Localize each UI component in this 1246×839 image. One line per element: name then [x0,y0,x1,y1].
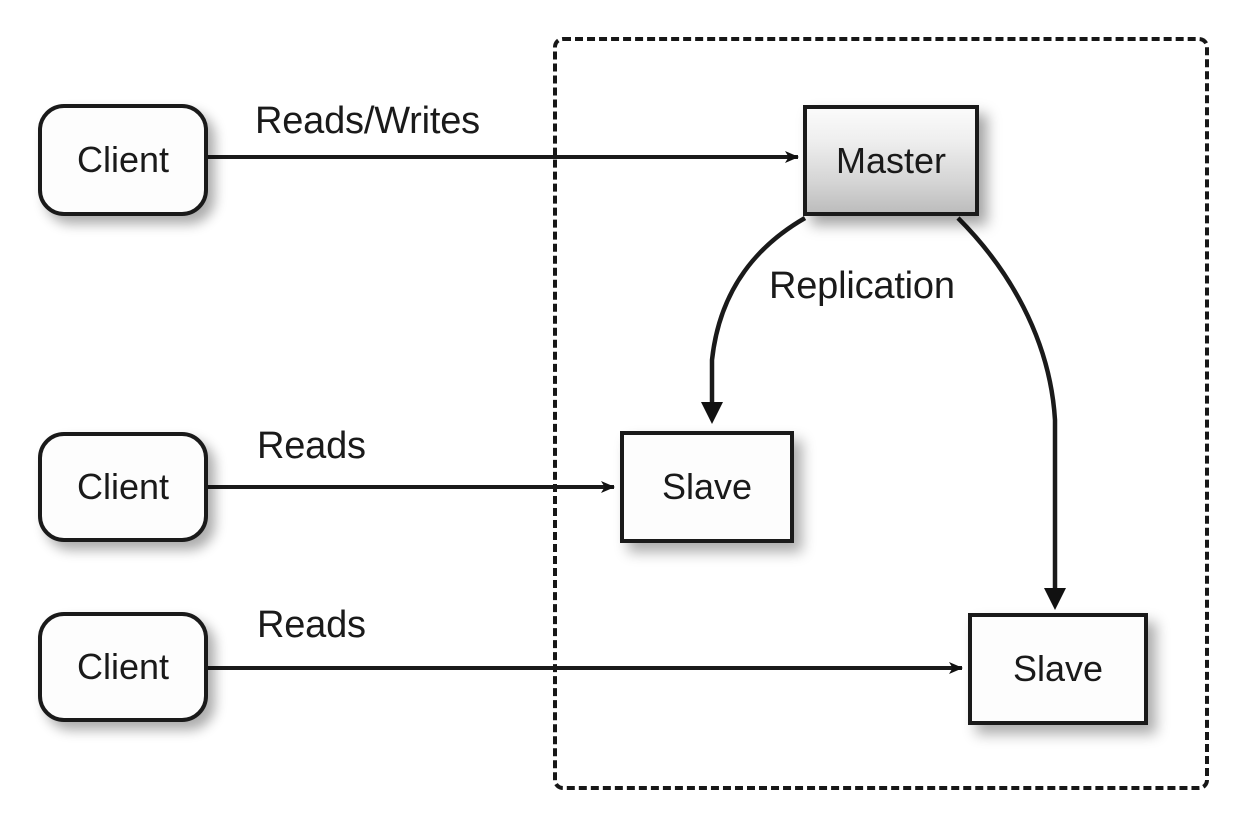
slave-node-2[interactable]: Slave [968,613,1148,725]
edge-master-to-slave1-replication [701,216,807,424]
edge-label-replication: Replication [769,265,955,307]
master-node-label: Master [835,139,947,181]
client-node-1[interactable]: Client [38,104,208,216]
server-group-boundary [553,37,1209,790]
slave-node-1[interactable]: Slave [620,431,794,543]
edge-label-reads-2: Reads [257,604,366,646]
edge-label-reads-writes: Reads/Writes [255,100,480,142]
edge-master-to-slave2-replication [956,216,1066,610]
edge-label-reads-1: Reads [257,425,366,467]
client-node-1-label: Client [76,139,170,180]
client-node-3-label: Client [76,646,170,687]
slave-node-1-label: Slave [661,466,753,507]
client-node-3[interactable]: Client [38,612,208,722]
client-node-2[interactable]: Client [38,432,208,542]
slave-node-2-label: Slave [1012,648,1104,689]
master-node[interactable]: Master [803,105,979,216]
client-node-2-label: Client [76,466,170,507]
